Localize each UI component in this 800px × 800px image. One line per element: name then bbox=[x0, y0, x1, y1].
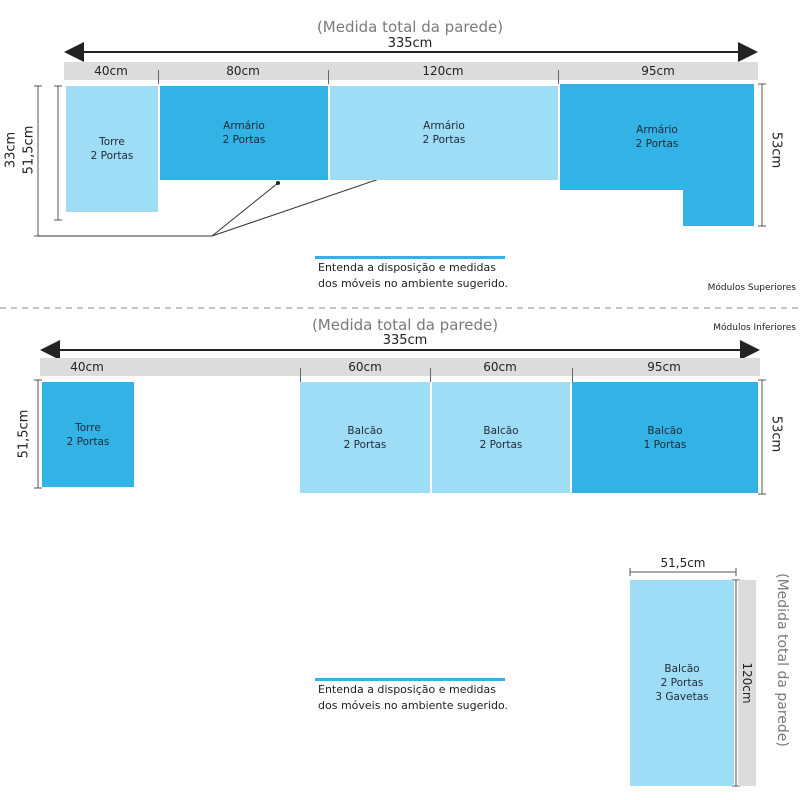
module-name: Torre bbox=[75, 421, 101, 434]
module-doors: 1 Portas bbox=[643, 438, 687, 451]
module-name: Balcão bbox=[647, 424, 683, 437]
lower-module-torre: Torre 2 Portas bbox=[42, 382, 134, 487]
module-name: Balcão bbox=[664, 663, 700, 675]
lower-seg-4: 95cm bbox=[647, 360, 681, 374]
lower-seg-3: 60cm bbox=[483, 360, 517, 374]
lower-seg-1: 40cm bbox=[70, 360, 104, 374]
upper-note-line-1: Entenda a disposição e medidas bbox=[318, 261, 496, 274]
upper-seg-1: 40cm bbox=[94, 64, 128, 78]
upper-note-accent bbox=[315, 256, 505, 259]
upper-seg-4: 95cm bbox=[641, 64, 675, 78]
lower-right-label: 53cm bbox=[768, 415, 784, 453]
upper-note: Entenda a disposição e medidas dos móvei… bbox=[318, 260, 558, 292]
module-doors: 2 Portas bbox=[90, 150, 134, 162]
upper-module-armario-1: Armário 2 Portas bbox=[160, 86, 328, 180]
upper-module-armario-3-extension bbox=[683, 190, 754, 226]
module-drawers: 3 Gavetas bbox=[655, 691, 709, 703]
side-height-label: 120cm bbox=[740, 662, 754, 704]
lower-note-accent bbox=[315, 678, 505, 681]
lower-total-width: 335cm bbox=[382, 333, 428, 348]
pointer-line-2 bbox=[211, 177, 383, 237]
upper-left-inner-label: 51,5cm bbox=[21, 125, 37, 175]
module-name: Armário bbox=[636, 124, 678, 136]
upper-wall-title: (Medida total da parede) bbox=[316, 18, 504, 36]
lower-note-line-1: Entenda a disposição e medidas bbox=[318, 683, 496, 696]
upper-module-armario-3: Armário 2 Portas bbox=[560, 84, 754, 190]
lower-dimension-band bbox=[40, 358, 760, 376]
upper-left-outer-label: 33cm bbox=[3, 131, 19, 169]
module-doors: 2 Portas bbox=[343, 438, 387, 451]
lower-section-label: Módulos Inferiores bbox=[713, 323, 796, 333]
lower-left-label: 51,5cm bbox=[16, 409, 32, 459]
upper-note-line-2: dos móveis no ambiente sugerido. bbox=[318, 277, 509, 290]
module-name: Balcão bbox=[483, 424, 519, 437]
lower-note-line-2: dos móveis no ambiente sugerido. bbox=[318, 699, 509, 712]
side-module-balcao: Balcão 2 Portas 3 Gavetas bbox=[630, 580, 734, 786]
module-name: Armário bbox=[423, 120, 465, 132]
module-doors: 2 Portas bbox=[660, 677, 704, 689]
side-width-label: 51,5cm bbox=[660, 556, 706, 570]
lower-note: Entenda a disposição e medidas dos móvei… bbox=[318, 682, 558, 714]
module-doors: 2 Portas bbox=[479, 438, 523, 451]
upper-module-torre: Torre 2 Portas bbox=[66, 86, 158, 212]
side-dimension-band bbox=[738, 580, 756, 786]
module-name: Torre bbox=[99, 136, 125, 148]
lower-module-balcao-3: Balcão 1 Portas bbox=[572, 382, 758, 493]
upper-seg-3: 120cm bbox=[422, 64, 464, 78]
upper-section-label: Módulos Superiores bbox=[707, 283, 796, 293]
module-doors: 2 Portas bbox=[222, 134, 266, 146]
module-name: Balcão bbox=[347, 424, 383, 437]
side-wall-title: (Medida total da parede) bbox=[774, 573, 790, 747]
upper-seg-2: 80cm bbox=[226, 64, 260, 78]
module-doors: 2 Portas bbox=[66, 435, 110, 448]
module-doors: 2 Portas bbox=[635, 138, 679, 150]
upper-right-label: 53cm bbox=[768, 131, 784, 169]
lower-module-balcao-1: Balcão 2 Portas bbox=[300, 382, 430, 493]
lower-module-balcao-2: Balcão 2 Portas bbox=[432, 382, 570, 493]
module-doors: 2 Portas bbox=[422, 134, 466, 146]
upper-module-armario-2: Armário 2 Portas bbox=[330, 86, 558, 180]
lower-wall-title: (Medida total da parede) bbox=[311, 316, 499, 334]
module-name: Armário bbox=[223, 120, 265, 132]
upper-dimension-band bbox=[64, 62, 758, 80]
lower-seg-2: 60cm bbox=[348, 360, 382, 374]
